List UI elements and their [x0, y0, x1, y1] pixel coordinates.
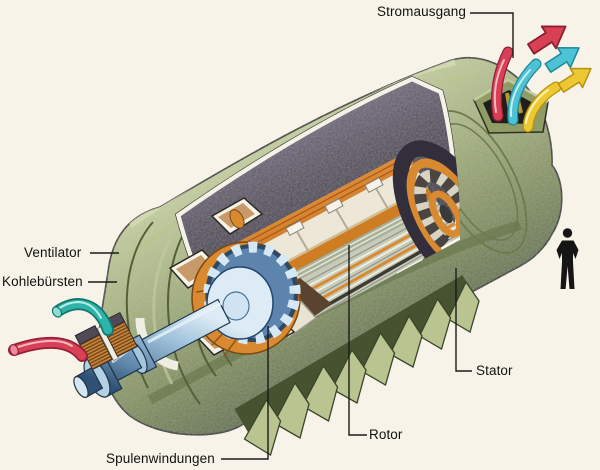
leader-spulenwindungen	[221, 326, 269, 460]
leader-stromausgang	[470, 12, 514, 58]
leader-rotor	[348, 245, 367, 436]
label-stator: Stator	[476, 363, 513, 378]
fan-wheel	[203, 241, 301, 345]
stator-winding-band	[208, 152, 414, 270]
label-kohlebuersten: Kohlebürsten	[2, 274, 83, 289]
label-ventilator: Ventilator	[24, 245, 82, 260]
leader-lines	[88, 12, 514, 460]
leader-stator	[455, 268, 472, 372]
label-stromausgang: Stromausgang	[377, 4, 467, 19]
label-rotor: Rotor	[369, 427, 403, 442]
arrow-yellow	[557, 67, 592, 93]
human-silhouette	[556, 228, 579, 289]
rotor-end-rings	[392, 140, 461, 288]
current-output-arrows	[527, 25, 592, 93]
label-spulenwindungen: Spulenwindungen	[106, 451, 215, 466]
arrow-red	[527, 25, 567, 55]
output-cables	[490, 46, 562, 133]
arrow-cyan	[544, 46, 580, 74]
brush-cables	[8, 298, 114, 362]
